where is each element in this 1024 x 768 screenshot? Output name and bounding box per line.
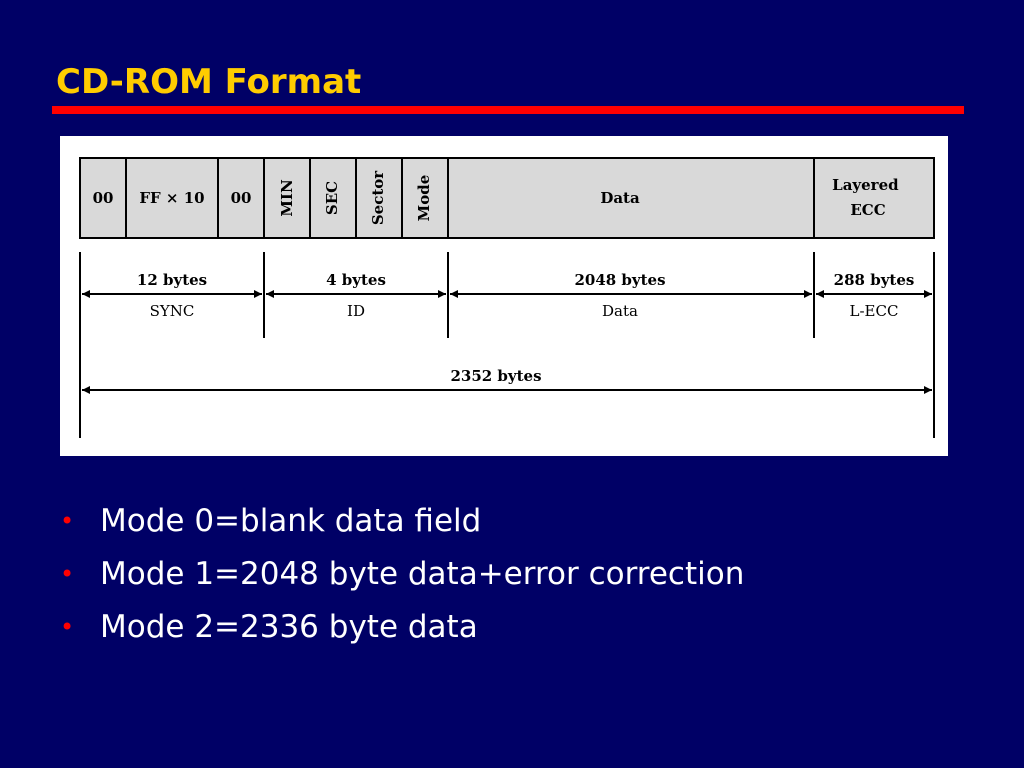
- field-label-ffx10: FF × 10: [139, 189, 204, 207]
- title-underline: [52, 106, 964, 114]
- field-box-00-second: [217, 157, 265, 239]
- field-label-min: MIN: [278, 179, 296, 217]
- data-name-label: Data: [602, 302, 638, 320]
- mode-2-text: Mode 2=2336 byte data: [100, 609, 478, 645]
- field-box-layered-ecc: [813, 157, 935, 239]
- field-label-sector: Sector: [369, 170, 387, 225]
- field-label-00: 00: [93, 189, 114, 207]
- slide-title: CD-ROM Format: [56, 62, 362, 102]
- sync-name-label: SYNC: [150, 302, 195, 320]
- l-ecc-name-label: L-ECC: [850, 302, 899, 320]
- field-box-mode: [401, 157, 449, 239]
- field-box-data: [447, 157, 815, 239]
- mode-0-bullet: • Mode 0=blank data field: [58, 500, 744, 553]
- field-label-layered-ecc: Layered ECC: [832, 176, 904, 219]
- bullet-dot-icon: •: [60, 613, 75, 641]
- field-row: [79, 157, 935, 239]
- field-box-ffx10: [125, 157, 219, 239]
- field-label-sec: SEC: [323, 181, 341, 215]
- field-box-00: [79, 157, 127, 239]
- field-label-data: Data: [600, 189, 640, 207]
- diagram-svg: 00 FF × 10 00 MIN SEC Sector Mode Data L…: [79, 157, 935, 438]
- field-label-mode: Mode: [415, 175, 433, 222]
- total-size-label: 2352 bytes: [450, 367, 541, 385]
- l-ecc-size-label: 288 bytes: [834, 271, 915, 289]
- mode-0-text: Mode 0=blank data field: [100, 503, 482, 539]
- sync-size-label: 12 bytes: [137, 271, 207, 289]
- bullet-dot-icon: •: [60, 560, 75, 588]
- mode-bullet-list: • Mode 0=blank data field • Mode 1=2048 …: [58, 500, 744, 659]
- field-box-sector: [355, 157, 403, 239]
- data-size-label: 2048 bytes: [574, 271, 665, 289]
- mode-1-bullet: • Mode 1=2048 byte data+error correction: [58, 553, 744, 606]
- mode-2-bullet: • Mode 2=2336 byte data: [58, 606, 744, 659]
- cd-rom-sector-diagram: 00 FF × 10 00 MIN SEC Sector Mode Data L…: [60, 136, 948, 456]
- field-labels: 00 FF × 10 00 MIN SEC Sector Mode Data L…: [93, 170, 904, 225]
- id-name-label: ID: [347, 302, 365, 320]
- total-span: 2352 bytes: [82, 367, 932, 394]
- field-label-layered-ecc-line-2: ECC: [850, 201, 885, 219]
- field-box-sec: [309, 157, 357, 239]
- id-size-label: 4 bytes: [326, 271, 386, 289]
- bullet-dot-icon: •: [60, 507, 75, 535]
- segment-boundaries: [79, 252, 935, 438]
- segment-labels: 12 bytes SYNC 4 bytes ID 2048 bytes Data…: [137, 271, 914, 320]
- field-label-layered-ecc-line-1: Layered: [832, 176, 899, 194]
- field-label-00-second: 00: [231, 189, 252, 207]
- mode-1-text: Mode 1=2048 byte data+error correction: [100, 556, 745, 592]
